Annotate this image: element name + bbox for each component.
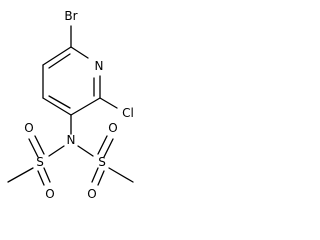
atom-o-left-bottom-label: O	[45, 187, 54, 201]
bond-n-s-left	[48, 145, 65, 157]
bond-c2-c3	[70, 97, 101, 116]
atom-o-left-top-label: O	[24, 121, 33, 135]
bond-c5-c6-inner	[48, 53, 71, 69]
atom-o-right-bottom-label: O	[87, 187, 96, 201]
bond-n-s-right	[77, 145, 94, 157]
atom-n-amide-label: N	[67, 133, 76, 147]
atom-cl-label: Cl	[122, 106, 134, 120]
bond-s-right-methyl	[108, 167, 134, 183]
bond-s-left-o-bottom-b	[43, 167, 51, 183]
bond-c6-n1	[70, 46, 89, 59]
bond-c3-c4	[42, 97, 72, 116]
pyridine-ring	[42, 46, 101, 116]
atom-br-label: Br	[64, 9, 77, 23]
bond-s-right-o-bottom-a	[91, 167, 99, 183]
atom-o-right-top-label: O	[108, 121, 117, 135]
chemical-structure-diagram: Br N Cl N S S O O O O	[7, 9, 134, 201]
bond-s-left-o-top-b	[34, 135, 45, 155]
bond-s-left-methyl	[7, 167, 34, 183]
bond-s-left-o-bottom-a	[37, 170, 45, 186]
bond-c2-cl	[99, 97, 118, 109]
bond-s-right-o-top-a	[97, 135, 108, 155]
bond-s-left-o-top-a	[28, 138, 39, 158]
bond-s-right-o-top-b	[103, 138, 114, 158]
atom-s-left-label: S	[36, 155, 44, 169]
bond-c3-c4-inner	[48, 95, 71, 109]
bond-s-right-o-bottom-b	[97, 170, 105, 186]
bond-c5-c6	[42, 46, 72, 66]
atom-n-ring-label: N	[95, 59, 104, 73]
atom-s-right-label: S	[98, 155, 106, 169]
